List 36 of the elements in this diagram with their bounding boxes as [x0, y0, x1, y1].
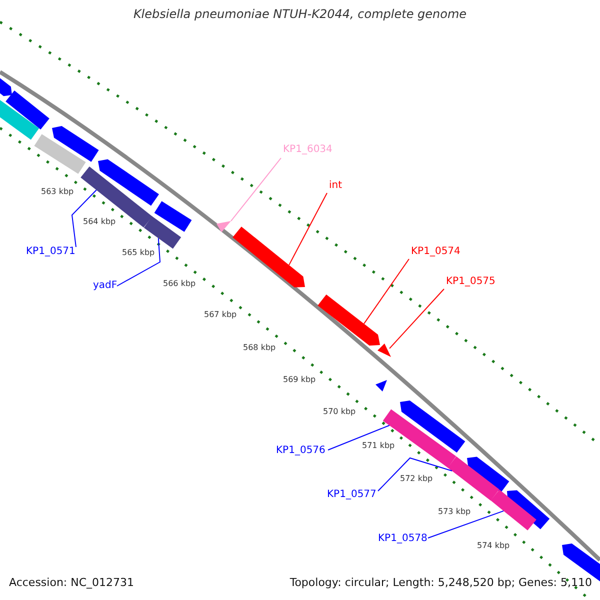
position-label: 564 kbp [83, 218, 116, 226]
gene-label: KP1_0574 [411, 247, 460, 257]
position-label: 572 kbp [400, 475, 433, 483]
gene-label: KP1_0578 [378, 534, 428, 544]
gene-label: KP1_0577 [327, 490, 376, 500]
gene-label: int [329, 181, 342, 191]
gene-feature [382, 409, 456, 468]
position-label: 565 kbp [122, 249, 155, 257]
leader-line [328, 424, 390, 450]
gene-label: KP1_0576 [276, 446, 326, 456]
gene-label: KP1_0575 [446, 277, 496, 287]
diagram-title: Klebsiella pneumoniae NTUH-K2044, complete genome [132, 8, 468, 20]
gene-feature [318, 294, 380, 346]
gene-feature [490, 490, 536, 530]
gene-feature [216, 221, 231, 232]
leader-line [116, 238, 161, 286]
position-label: 571 kbp [362, 442, 395, 450]
gene-feature [80, 166, 152, 228]
leader-line [378, 457, 453, 492]
gene-label: yadF [93, 281, 118, 291]
gene-feature [378, 344, 391, 357]
accession-note: Accession: NC_012731 [9, 577, 134, 588]
gene-feature [448, 456, 500, 501]
gene-label: KP1_6034 [283, 145, 332, 155]
gene-feature [144, 216, 182, 249]
genome-summary: Topology: circular; Length: 5,248,520 bp; Genes: 5,110 [290, 577, 592, 588]
position-label: 568 kbp [243, 344, 276, 352]
position-label: 566 kbp [163, 280, 196, 288]
gene-label: KP1_0571 [26, 247, 76, 257]
leader-line [389, 288, 444, 349]
leader-line [288, 192, 328, 266]
gene-feature [232, 226, 305, 288]
leader-line [71, 189, 97, 248]
leader-line [230, 158, 282, 222]
leader-line [364, 258, 410, 324]
leader-line [428, 510, 504, 538]
